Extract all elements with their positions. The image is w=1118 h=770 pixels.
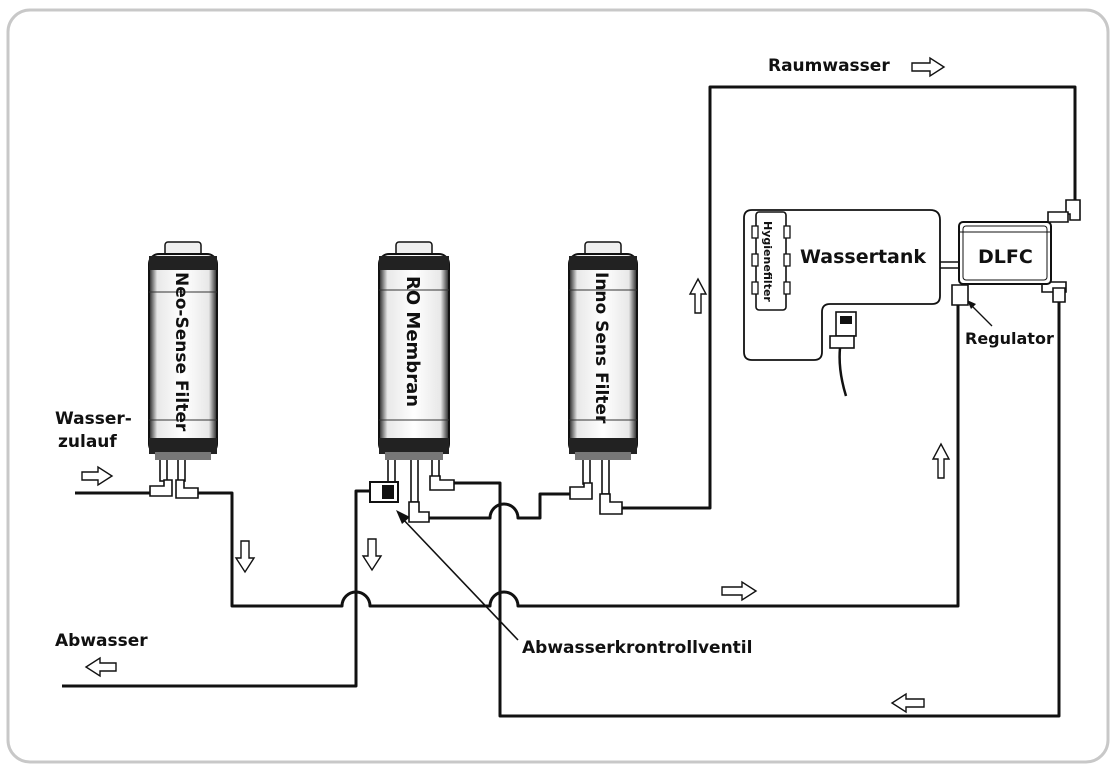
wasser-zulauf-label-line1: Wasser- (55, 409, 132, 429)
valve-pointer-line (399, 515, 519, 641)
abwasser-label: Abwasser (55, 631, 148, 651)
elbow-fitting (1047, 211, 1069, 223)
flow-arrow-left (890, 692, 925, 714)
elbow-fitting (429, 475, 455, 491)
raumwasser-label: Raumwasser (768, 56, 890, 76)
wasser-zulauf-label-line2: zulauf (58, 432, 117, 452)
neo-sense-filter: Neo-Sense Filter (148, 241, 218, 460)
regulator-fitting (951, 284, 969, 306)
ro-membran-filter: RO Membran (378, 241, 450, 460)
inno-sens-filter-label: Inno Sens Filter (591, 272, 611, 424)
elbow-fitting (149, 479, 173, 497)
regulator-pointer-head (967, 300, 976, 309)
ro-membran-label: RO Membran (402, 276, 423, 407)
drain-pipe (62, 489, 370, 688)
ro-permeate-pipe (425, 492, 572, 520)
regulator-pointer-line (969, 303, 993, 327)
abwasserkontrollventil-label: Abwasserkrontrollventil (522, 638, 752, 658)
inno-sens-output-pipe (612, 85, 1077, 510)
dlfc-unit (958, 221, 1052, 285)
elbow-fitting (569, 482, 593, 500)
dlfc-label: DLFC (978, 246, 1033, 268)
elbow-fitting (175, 479, 199, 499)
hygienefilter-label: Hygienefilter (761, 221, 774, 302)
flow-arrow-up (688, 277, 708, 314)
neo-sense-output-pipe (195, 300, 960, 608)
flow-arrow-right (911, 56, 946, 78)
elbow-fitting (1052, 287, 1066, 303)
tank-valve (829, 311, 857, 397)
flow-arrow-right (721, 580, 758, 602)
elbow-fitting (408, 501, 430, 523)
wassertank-label: Wassertank (800, 246, 926, 268)
ro-return-pipe (452, 297, 1061, 718)
tank-connector (938, 261, 958, 269)
inno-sens-filter: Inno Sens Filter (568, 241, 638, 460)
diagram-frame (6, 8, 1110, 764)
elbow-fitting (599, 493, 623, 515)
flow-arrow-left (84, 656, 117, 678)
valve-pointer-head (396, 510, 410, 524)
control-valve-cap (382, 485, 394, 499)
regulator-label: Regulator (965, 329, 1054, 348)
water-tank: Hygienefilter (743, 209, 941, 397)
flow-arrow-down (234, 540, 256, 574)
neo-sense-filter-label: Neo-Sense Filter (171, 272, 191, 432)
flow-arrow-down (361, 538, 383, 572)
flow-arrow-right (81, 465, 114, 487)
flow-arrow-up (931, 442, 951, 479)
